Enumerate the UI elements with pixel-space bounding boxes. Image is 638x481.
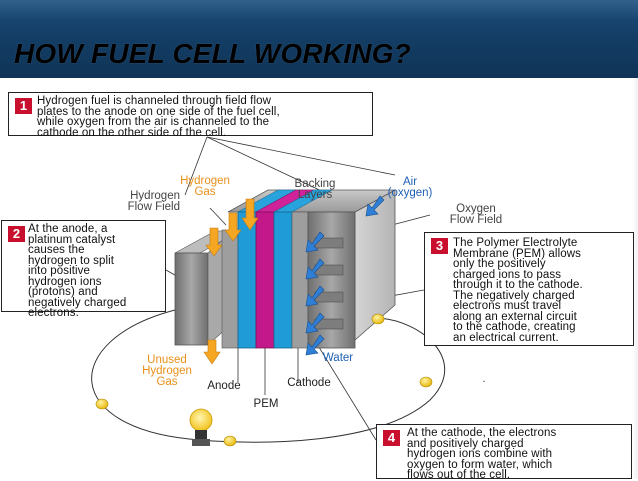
oxygen-arrow [365, 195, 385, 217]
step-description: Hydrogen fuel is channeled through field… [37, 95, 280, 139]
unused-hydrogen-gas-label: Unused Hydrogen Gas [142, 354, 192, 388]
step-number-badge: 4 [383, 430, 400, 446]
water-arrow [305, 334, 325, 356]
water-label: Water [322, 352, 354, 364]
external-circuit [91, 309, 446, 443]
anode-layer [237, 211, 257, 349]
electron [419, 376, 433, 388]
leader-line [206, 136, 331, 196]
leader-line [206, 136, 396, 176]
unused-hydrogen-arrow [203, 339, 221, 365]
stray-dot: . [482, 373, 486, 385]
hydrogen-flow-field-label: Hydrogen Flow Field [127, 190, 180, 213]
slide-shadow [632, 78, 638, 479]
bulb-socket [192, 439, 210, 446]
leader-line [209, 207, 227, 226]
step-number-badge: 2 [8, 226, 25, 242]
leader-line [391, 214, 431, 226]
backing-layer-anode [221, 229, 239, 349]
electron [95, 398, 109, 410]
bulb-base [195, 430, 207, 439]
hydrogen-arrow [205, 227, 223, 257]
water-arrow [305, 312, 325, 334]
water-arrow [305, 258, 325, 280]
backing-layers-label: Backing Layers [294, 178, 336, 201]
electron [371, 313, 385, 325]
callout-step-4: 4 At the cathode, the electrons and posi… [376, 424, 632, 481]
step-description: At the cathode, the electrons and positi… [407, 427, 557, 481]
bulb-glass [189, 408, 213, 432]
hydrogen-gas-label: Hydrogen Gas [180, 175, 230, 198]
title-bar [0, 0, 638, 78]
air-oxygen-label: Air (oxygen) [387, 176, 433, 199]
electron [223, 435, 237, 447]
anode-label: Anode [207, 380, 241, 392]
hydrogen-arrow [224, 212, 242, 242]
step-description: The Polymer Electrolyte Membrane (PEM) a… [453, 237, 583, 344]
cathode-label: Cathode [287, 377, 331, 389]
step-number-badge: 1 [15, 98, 32, 114]
oxygen-flow-field-label: Oxygen Flow Field [449, 203, 503, 226]
step-description: At the anode, a platinum catalyst causes… [28, 223, 127, 319]
light-bulb-icon [189, 408, 213, 446]
hydrogen-arrow-icon [203, 198, 259, 365]
pem-layer [255, 211, 275, 349]
water-arrow [305, 231, 325, 253]
hydrogen-flow-field-plate [174, 252, 209, 346]
leader-line [184, 136, 208, 196]
step-number-badge: 3 [431, 238, 448, 254]
callout-step-1: 1 Hydrogen fuel is channeled through fie… [8, 92, 373, 139]
title-bar-shine [0, 0, 638, 20]
oxygen-arrow-icon [365, 195, 385, 217]
water-arrow [305, 285, 325, 307]
callout-step-2: 2 At the anode, a platinum catalyst caus… [1, 220, 166, 319]
cathode-layer [273, 211, 293, 349]
water-arrow-icon [305, 231, 325, 356]
electron-icon [95, 313, 433, 447]
pem-label: PEM [253, 398, 279, 410]
callout-step-3: 3 The Polymer Electrolyte Membrane (PEM)… [424, 232, 634, 346]
backing-layer-cathode [291, 211, 309, 349]
hydrogen-arrow [241, 198, 259, 231]
slide-title: HOW FUEL CELL WORKING? [14, 38, 411, 69]
